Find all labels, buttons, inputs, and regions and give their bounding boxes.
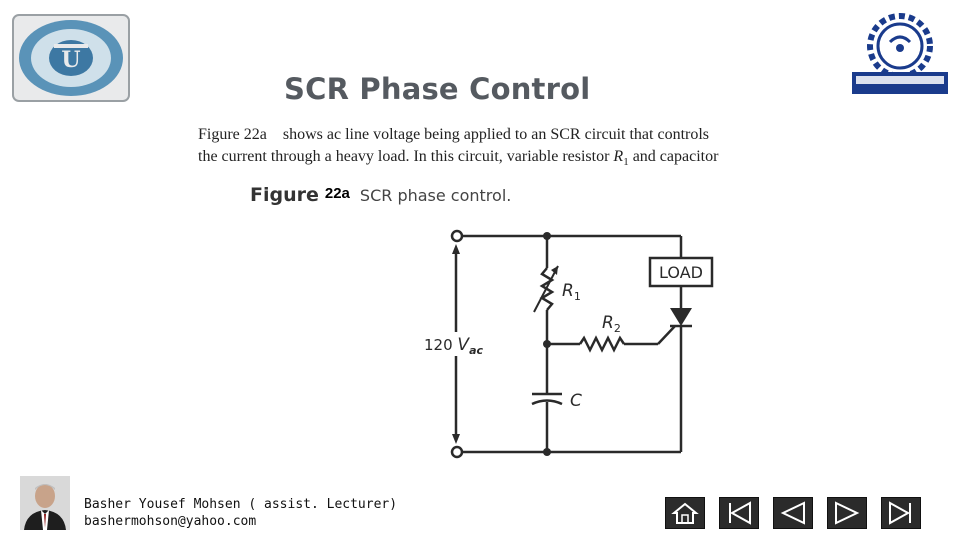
body-paragraph: Figure 22a shows ac line voltage being a…	[198, 124, 798, 173]
r2-resistor	[578, 335, 626, 353]
paragraph-text: shows ac line voltage being applied to a…	[282, 126, 710, 143]
r1-symbol: R	[613, 148, 624, 165]
caption-word: Figure	[250, 184, 319, 206]
slide-title: SCR Phase Control	[284, 72, 591, 106]
footer-author-info: Basher Yousef Mohsen ( assist. Lecturer)…	[84, 496, 397, 530]
top-terminal	[450, 229, 464, 243]
home-icon	[671, 502, 699, 524]
svg-text:120 Vac: 120 Vac	[424, 335, 483, 357]
scr-symbol	[670, 308, 692, 326]
college-logo	[850, 12, 950, 96]
voltage-value: 120	[424, 336, 453, 354]
next-button[interactable]	[827, 497, 867, 529]
junction-dot	[543, 232, 551, 240]
junction-dot	[543, 340, 551, 348]
capacitor-plate-bottom	[531, 399, 563, 406]
last-page-icon	[889, 501, 911, 525]
load-box	[648, 256, 714, 288]
svg-text:R1: R1	[562, 281, 581, 303]
bottom-terminal	[450, 445, 464, 459]
svg-text:U: U	[61, 47, 80, 73]
author-name: Basher Yousef Mohsen ( assist. Lecturer)	[84, 497, 398, 512]
first-page-icon	[729, 501, 751, 525]
scr-circuit-diagram: LOAD R1 R2 C 120 Vac	[424, 229, 714, 459]
paragraph-line-1: Figure 22a shows ac line voltage being a…	[198, 124, 798, 146]
figure-caption: Figure 22a SCR phase control.	[250, 184, 511, 206]
c-label: C	[570, 391, 582, 411]
svg-text:R2: R2	[602, 313, 621, 335]
next-icon	[835, 501, 860, 525]
university-logo: U	[12, 14, 130, 102]
home-button[interactable]	[665, 497, 705, 529]
paragraph-line-2: the current through a heavy load. In thi…	[198, 148, 719, 169]
first-page-button[interactable]	[719, 497, 759, 529]
figure-reference: Figure 22a	[198, 126, 267, 143]
caption-number: 22a	[324, 185, 350, 202]
author-photo	[20, 476, 70, 530]
author-email[interactable]: bashermohson@yahoo.com	[84, 514, 257, 529]
load-label: LOAD	[659, 263, 703, 282]
junction-dot	[543, 448, 551, 456]
last-page-button[interactable]	[881, 497, 921, 529]
r2-label: R	[602, 313, 614, 333]
voltage-symbol: V	[457, 335, 470, 355]
r1-label: R	[562, 281, 574, 301]
previous-button[interactable]	[773, 497, 813, 529]
previous-icon	[780, 501, 805, 525]
caption-text: SCR phase control.	[359, 186, 512, 205]
